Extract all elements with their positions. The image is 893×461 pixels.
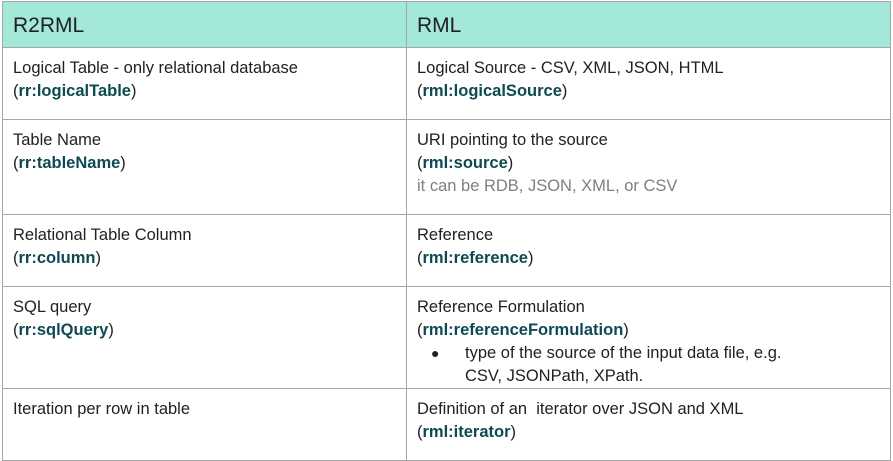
bullet-icon: ● bbox=[431, 345, 440, 361]
concept-label: SQL query bbox=[13, 298, 92, 316]
concept-label: Logical Source - CSV, XML, JSON, HTML bbox=[417, 59, 724, 77]
term-code: rr:column bbox=[18, 249, 96, 267]
r2rml-cell: SQL query (rr:sqlQuery) bbox=[2, 286, 407, 389]
table-row: Logical Table - only relational database… bbox=[2, 47, 891, 120]
term-line: (rr:sqlQuery) bbox=[13, 321, 114, 339]
term-line: (rml:referenceFormulation) bbox=[417, 321, 629, 339]
table-row: Table Name (rr:tableName) URI pointing t… bbox=[2, 119, 891, 215]
table-row: SQL query (rr:sqlQuery) Reference Formul… bbox=[2, 286, 891, 389]
term-code: rml:referenceFormulation bbox=[422, 321, 624, 339]
bullet-list: ● type of the source of the input data f… bbox=[417, 342, 880, 388]
term-code: rml:logicalSource bbox=[422, 82, 562, 100]
concept-label: Reference bbox=[417, 226, 494, 244]
header-r2rml: R2RML bbox=[2, 1, 407, 48]
concept-label: Relational Table Column bbox=[13, 226, 192, 244]
concept-label: Reference Formulation bbox=[417, 298, 585, 316]
term-line: (rml:source) bbox=[417, 154, 514, 172]
term-code: rr:sqlQuery bbox=[18, 321, 109, 339]
table-row: Iteration per row in table Definition of… bbox=[2, 388, 891, 461]
term-code: rml:reference bbox=[422, 249, 528, 267]
rml-cell: Logical Source - CSV, XML, JSON, HTML (r… bbox=[406, 47, 891, 120]
term-line: (rr:logicalTable) bbox=[13, 82, 137, 100]
header-rml: RML bbox=[406, 1, 891, 48]
term-line: (rml:logicalSource) bbox=[417, 82, 568, 100]
rml-cell: Definition of an iterator over JSON and … bbox=[406, 388, 891, 461]
rml-cell: Reference (rml:reference) bbox=[406, 214, 891, 287]
bullet-text-line-1: type of the source of the input data fil… bbox=[465, 344, 782, 362]
r2rml-cell: Iteration per row in table bbox=[2, 388, 407, 461]
rml-cell: Reference Formulation (rml:referenceForm… bbox=[406, 286, 891, 389]
term-code: rml:source bbox=[422, 154, 508, 172]
concept-label: Logical Table - only relational database bbox=[13, 59, 298, 77]
term-code: rr:tableName bbox=[18, 154, 121, 172]
bullet-text-line-2: CSV, JSONPath, XPath. bbox=[465, 367, 644, 385]
r2rml-cell: Relational Table Column (rr:column) bbox=[2, 214, 407, 287]
term-line: (rr:column) bbox=[13, 249, 102, 267]
r2rml-cell: Table Name (rr:tableName) bbox=[2, 119, 407, 215]
table-row: Relational Table Column (rr:column) Refe… bbox=[2, 214, 891, 287]
concept-label: URI pointing to the source bbox=[417, 131, 608, 149]
concept-label: Table Name bbox=[13, 131, 102, 149]
source-note: it can be RDB, JSON, XML, or CSV bbox=[417, 177, 678, 195]
term-line: (rml:reference) bbox=[417, 249, 534, 267]
term-code: rml:iterator bbox=[422, 423, 511, 441]
concept-label: Definition of an iterator over JSON and … bbox=[417, 400, 744, 418]
r2rml-cell: Logical Table - only relational database… bbox=[2, 47, 407, 120]
rml-cell: URI pointing to the source (rml:source) … bbox=[406, 119, 891, 215]
term-line: (rml:iterator) bbox=[417, 423, 517, 441]
concept-label: Iteration per row in table bbox=[13, 400, 191, 418]
term-line: (rr:tableName) bbox=[13, 154, 126, 172]
header-row: R2RML RML bbox=[2, 1, 891, 48]
list-item: ● type of the source of the input data f… bbox=[417, 342, 880, 388]
term-code: rr:logicalTable bbox=[18, 82, 131, 100]
